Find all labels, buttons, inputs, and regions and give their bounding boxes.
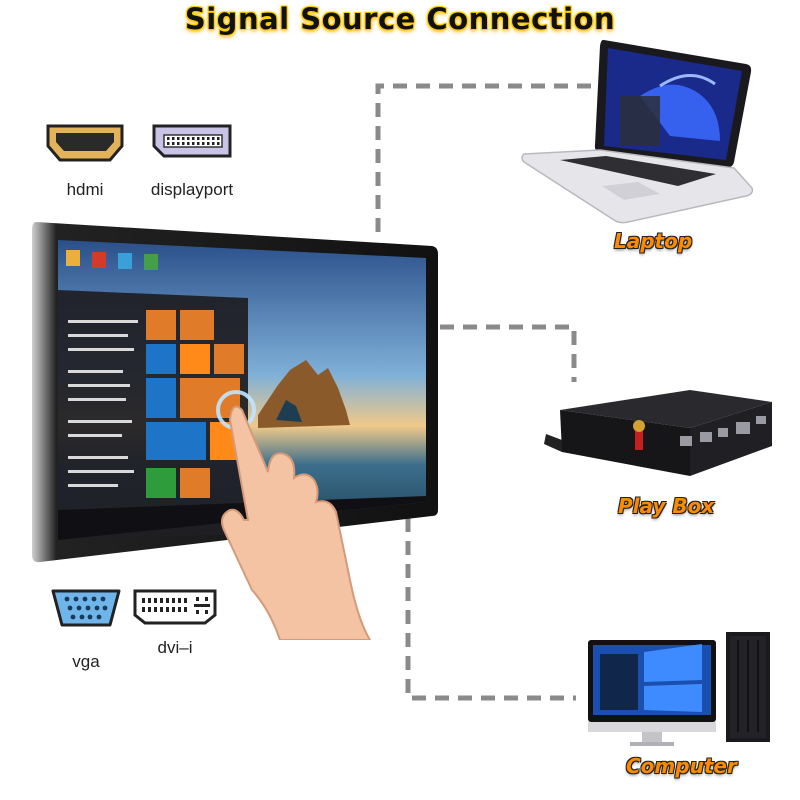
vga-port-icon: [51, 589, 121, 627]
dvi-port-icon: [133, 589, 217, 625]
dvi-label: dvi–i: [157, 638, 193, 657]
hdmi-port-icon: [46, 124, 124, 162]
hdmi-label: hdmi: [66, 180, 104, 199]
vga-label: vga: [72, 652, 100, 671]
play-box-label: Play Box: [618, 494, 715, 518]
computer-label: Computer: [626, 754, 737, 778]
computer-connection-line: [405, 518, 576, 701]
displayport-label: displayport: [150, 180, 234, 199]
laptop-label: Laptop: [614, 229, 693, 253]
touching-hand-illustration: [216, 390, 372, 640]
laptop-connection-line: [375, 83, 600, 232]
playbox-connection-line: [440, 324, 577, 382]
displayport-icon: [152, 124, 232, 158]
page-title: Signal Source Connection: [184, 2, 616, 36]
laptop-illustration: [521, 39, 754, 224]
computer-illustration: [588, 632, 770, 746]
play-box-illustration: [544, 390, 772, 476]
